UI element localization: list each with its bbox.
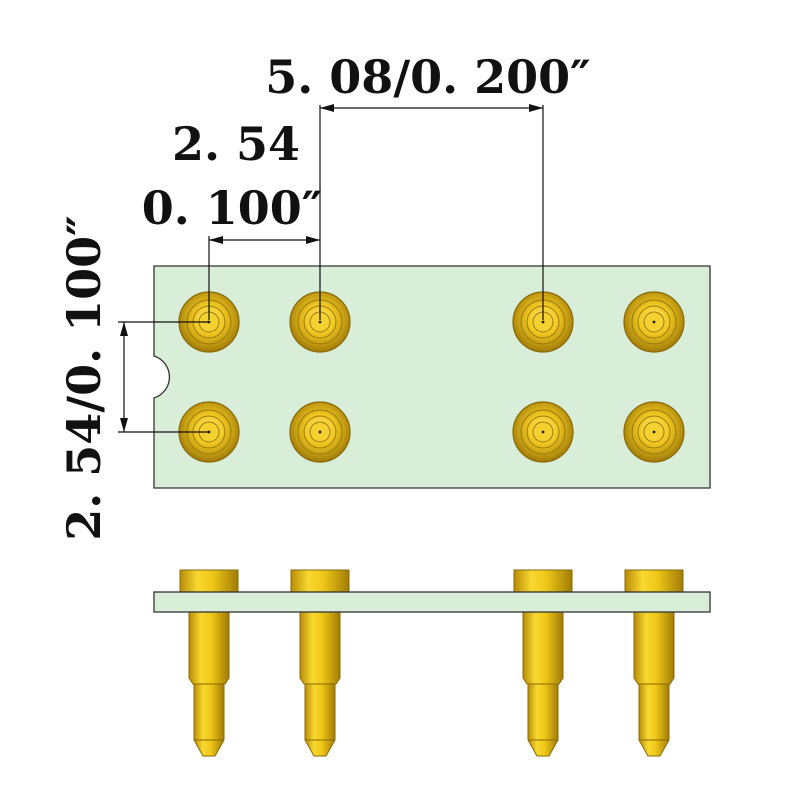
pad [512,401,574,463]
pin [624,569,684,757]
pad [289,291,351,353]
pad-group [178,291,685,463]
pin [179,569,239,757]
board-edge [153,591,711,613]
pin-group [153,569,711,757]
top-view: 5. 08/0. 200″ 2. 54 0. 100″ 2. 54/0. 100… [57,50,711,541]
pin-spacing-label: 5. 08/0. 200″ [265,50,590,104]
pad [623,401,685,463]
pin [290,569,350,757]
board-outline [153,265,711,489]
pad [623,291,685,353]
pitch-mm-label: 2. 54 [172,117,300,171]
side-view [153,569,711,757]
pad [289,401,351,463]
pin [513,569,573,757]
pitch-in-label: 0. 100″ [142,181,323,235]
dimension-pin-spacing: 5. 08/0. 200″ [265,50,591,320]
dimension-pitch: 2. 54 0. 100″ [142,117,323,320]
dimension-row-spacing: 2. 54/0. 100″ [57,215,209,541]
row-spacing-label: 2. 54/0. 100″ [57,215,111,540]
